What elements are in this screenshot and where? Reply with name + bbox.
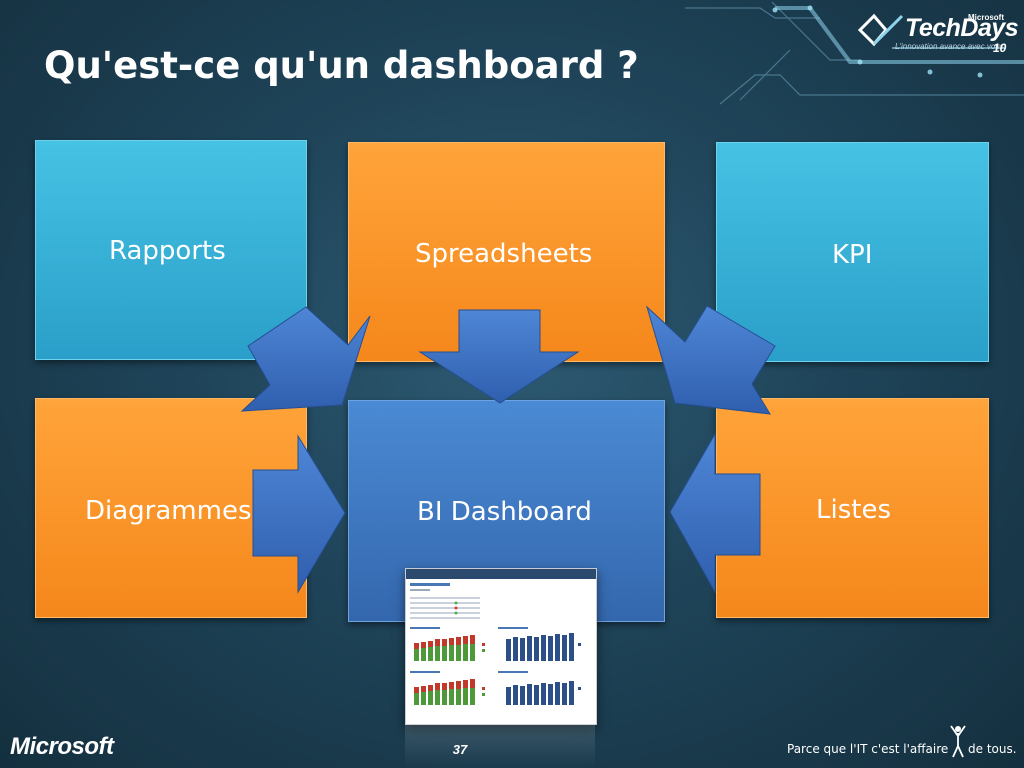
tile-kpi: KPI xyxy=(716,142,989,362)
techdays-logo-year: 10 xyxy=(993,41,1007,55)
arrow-diagrammes-to-dashboard xyxy=(252,434,346,594)
tile-kpi-label: KPI xyxy=(832,240,873,270)
arrow-listes-to-dashboard xyxy=(669,432,761,594)
footer-slogan-part2: de tous. xyxy=(968,742,1017,756)
tile-listes-label: Listes xyxy=(816,495,891,525)
techdays-logo-tagline: L'innovation avance avec vous xyxy=(895,42,1004,51)
circuit-decoration xyxy=(685,1,1024,105)
dashboard-screenshot-image xyxy=(406,569,596,705)
tile-diagrammes-label: Diagrammes xyxy=(85,496,252,526)
tile-rapports-label: Rapports xyxy=(109,236,226,266)
tile-bi-dashboard-label: BI Dashboard xyxy=(417,497,592,527)
arrow-kpi-to-dashboard xyxy=(646,305,776,415)
dashboard-screenshot xyxy=(405,568,597,725)
arrow-spreadsheets-to-dashboard xyxy=(418,309,580,404)
tile-spreadsheets: Spreadsheets xyxy=(348,142,665,362)
techdays-logo-text: TechDays xyxy=(905,14,1019,42)
arrow-rapports-to-dashboard xyxy=(240,306,371,412)
techdays-logo-brand: Microsoft xyxy=(968,13,1004,22)
dashboard-screenshot-reflection xyxy=(405,724,595,768)
person-figure-icon xyxy=(950,725,966,758)
microsoft-logo: Microsoft xyxy=(10,733,114,760)
page-number: 37 xyxy=(452,742,468,757)
tile-spreadsheets-label: Spreadsheets xyxy=(415,239,593,269)
footer-slogan-part1: Parce que l'IT c'est l'affaire xyxy=(787,742,949,756)
tile-rapports: Rapports xyxy=(35,140,307,360)
tile-listes: Listes xyxy=(716,398,989,618)
slide-title: Qu'est-ce qu'un dashboard ? xyxy=(44,44,639,87)
techdays-logo-icon xyxy=(857,13,1006,49)
